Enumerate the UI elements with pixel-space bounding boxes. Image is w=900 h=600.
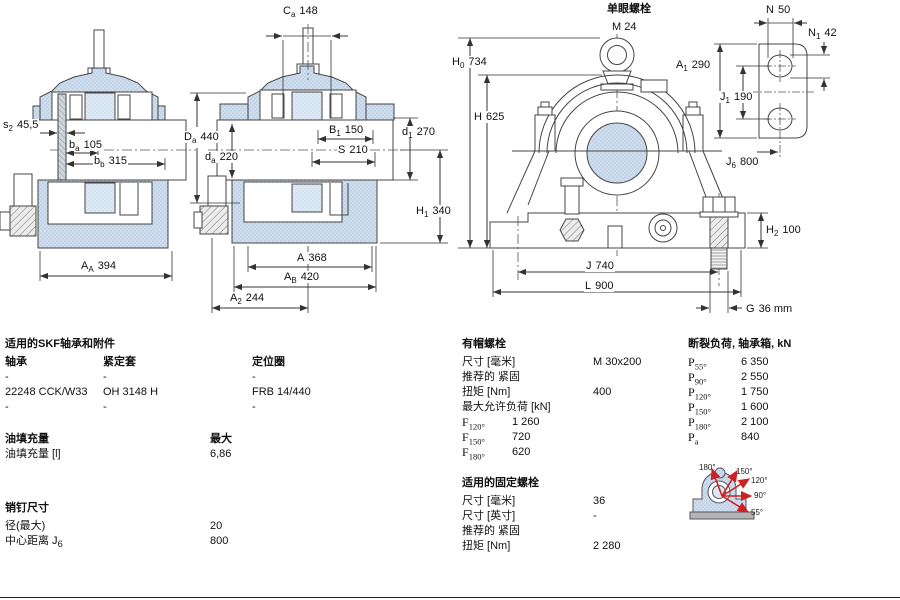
table-row: - - -	[5, 401, 256, 413]
table-row: F180° 620	[462, 445, 531, 462]
skf-parts-title: 适用的SKF轴承和附件	[5, 338, 115, 350]
table-row: 最大允许负荷 [kN]	[462, 401, 551, 413]
load-direction-diagram	[689, 467, 755, 520]
table-row: F150° 720	[462, 430, 531, 447]
table-row: P55° 6 350	[688, 355, 769, 372]
drawing-shaft-section-middle	[190, 24, 448, 313]
table-row: P180° 2 100	[688, 415, 769, 432]
table-row: 尺寸 [英寸] -	[462, 510, 597, 522]
table-row: P90° 2 550	[688, 370, 769, 387]
angle-label-150: 150°	[736, 467, 753, 476]
angle-label-180: 180°	[699, 463, 716, 472]
fixing-bolts-title: 适用的固定螺栓	[462, 477, 539, 489]
page-border-bottom	[0, 597, 900, 598]
breaking-load-table: 断裂负荷, 轴承箱, kN P55° 6 350 P90° 2 550 P120…	[688, 338, 888, 446]
table-row: 扭矩 [Nm] 400	[462, 386, 612, 398]
col-header-sleeve: 紧定套	[103, 356, 136, 368]
table-row: 径(最大) 20	[5, 520, 223, 532]
pin-size-table: 销钉尺寸 径(最大) 20 中心距离 J6 800	[5, 502, 305, 550]
table-row: - - -	[5, 371, 256, 383]
oil-fill-table: 油填充量 最大 油填充量 [l] 6,86	[5, 433, 305, 463]
table-row: 中心距离 J6 800	[5, 535, 229, 550]
table-row: 尺寸 [毫米] 36	[462, 495, 606, 507]
table-row: 22248 CCK/W33 OH 3148 H FRB 14/440	[5, 386, 311, 398]
angle-label-55: 55°	[751, 508, 764, 517]
table-row: P150° 1 600	[688, 400, 769, 417]
col-header-bearing: 轴承	[5, 356, 27, 368]
table-row: 油填充量 [l] 6,86	[5, 448, 232, 460]
angle-label-90: 90°	[754, 491, 767, 500]
table-row: Pa 840	[688, 430, 760, 447]
table-row: 推荐的 紧固	[462, 525, 521, 537]
drawing-front-view	[458, 34, 768, 313]
table-row: 推荐的 紧固	[462, 371, 521, 383]
eyebolt-title: 单眼螺栓	[606, 3, 652, 15]
breaking-load-title: 断裂负荷, 轴承箱, kN	[688, 338, 792, 350]
skf-parts-table: 适用的SKF轴承和附件 轴承 紧定套 定位圈 - - - 22248 CCK/W…	[5, 338, 335, 416]
table-row: 扭矩 [Nm] 2 280	[462, 540, 621, 552]
angle-label-120: 120°	[751, 476, 768, 485]
drawing-end-view	[714, 18, 830, 158]
cap-bolts-title: 有帽螺栓	[462, 338, 506, 350]
table-row: F120° 1 260	[462, 415, 540, 432]
col-header-ring: 定位圈	[252, 356, 285, 368]
cap-bolts-table: 有帽螺栓 尺寸 [毫米] M 30x200 推荐的 紧固 扭矩 [Nm] 400…	[462, 338, 682, 461]
pin-size-title: 销钉尺寸	[5, 502, 49, 514]
table-row: P120° 1 750	[688, 385, 769, 402]
table-row: 尺寸 [毫米] M 30x200	[462, 356, 642, 368]
oil-title: 油填充量	[5, 433, 49, 445]
eyebolt-size: M 24	[611, 21, 638, 33]
fixing-bolts-table: 适用的固定螺栓 尺寸 [毫米] 36 尺寸 [英寸] - 推荐的 紧固 扭矩 […	[462, 477, 682, 555]
oil-max-header: 最大	[210, 433, 232, 445]
